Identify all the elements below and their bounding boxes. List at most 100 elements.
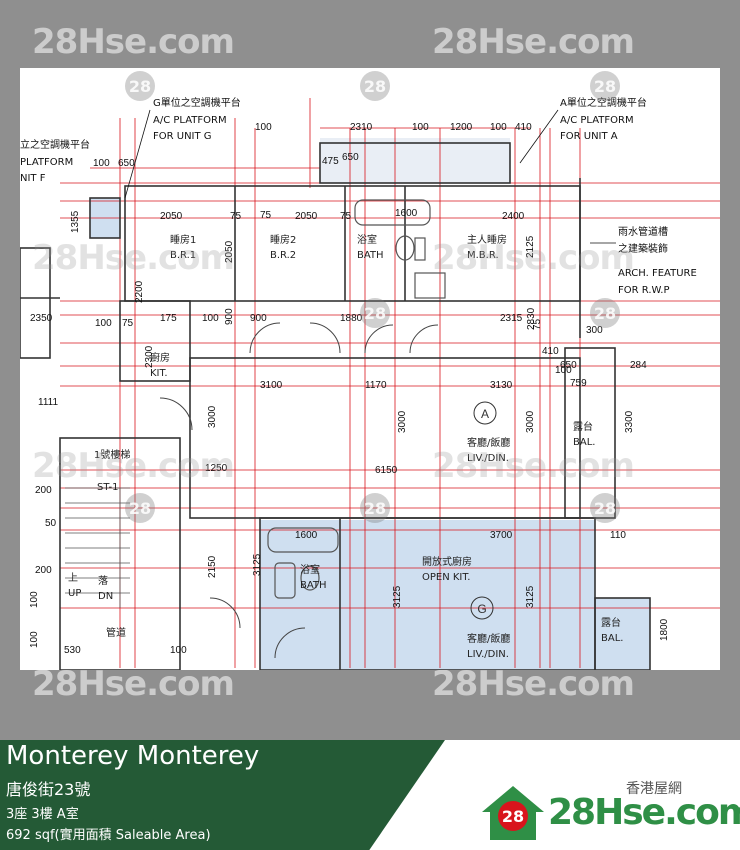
dimension-value: 100 [93, 158, 110, 169]
callout-g-en2: FOR UNIT G [153, 131, 212, 142]
watermark-badge-icon: 28 [360, 298, 390, 328]
dimension-value: 100 [29, 631, 40, 648]
dimension-value: 2350 [30, 313, 53, 324]
dimension-value: 3130 [490, 380, 513, 391]
room-mbr-en: M.B.R. [467, 250, 499, 261]
dimension-value: 650 [560, 360, 577, 371]
watermark-badge-icon: 28 [360, 71, 390, 101]
room-duct-cn: 管道 [106, 626, 126, 639]
dimension-value: 3000 [397, 410, 408, 433]
room-stair-cn: 1號樓梯 [94, 448, 130, 461]
dimension-value: 650 [118, 158, 135, 169]
dimension-value: 2050 [295, 211, 318, 222]
svg-text:28: 28 [129, 77, 151, 96]
watermark-text: 28Hse.com [32, 664, 235, 704]
room-up-cn: 上 [68, 572, 78, 584]
dimension-value: 475 [322, 156, 339, 167]
callout-rwp-cn2: 之建築裝飾 [618, 242, 668, 255]
site-logo[interactable]: 香港屋網 28 28Hse.com [470, 758, 740, 846]
room-bath1-cn: 浴室 [357, 233, 377, 246]
room-bal-g-cn: 露台 [601, 616, 621, 629]
callout-g-en1: A/C PLATFORM [153, 115, 227, 126]
dimension-value: 100 [490, 122, 507, 133]
room-open-kit-cn: 開放式廚房 [422, 555, 472, 568]
room-labels: 睡房1 B.R.1 睡房2 B.R.2 浴室 BATH 主人睡房 M.B.R. … [68, 233, 623, 660]
room-liv-a-en: LIV./DIN. [467, 453, 509, 464]
dimension-value: 100 [255, 122, 272, 133]
dimension-value: 100 [170, 645, 187, 656]
dimension-value: 284 [630, 360, 647, 371]
room-mbr-cn: 主人睡房 [467, 233, 507, 246]
callout-a-en2: FOR UNIT A [560, 131, 618, 142]
info-footer: Monterey Monterey 唐俊街23號 3座 3樓 A室 692 sq… [0, 740, 740, 850]
dimension-value: 530 [64, 645, 81, 656]
unit-g-floor [260, 520, 595, 670]
dimension-value: 650 [342, 152, 359, 163]
watermark-text: 28Hse.com [432, 22, 635, 62]
dimension-value: 3000 [525, 410, 536, 433]
dimension-value: 1200 [450, 122, 473, 133]
callout-a-cn: A單位之空調機平台 [560, 96, 647, 109]
dimension-value: 3300 [624, 410, 635, 433]
watermark-text: 28Hse.com [432, 446, 635, 486]
dimension-value: 1600 [295, 530, 318, 541]
callout-a-en1: A/C PLATFORM [560, 115, 634, 126]
dimension-value: 300 [586, 325, 603, 336]
ac-platform-a-floor [320, 138, 510, 183]
dimension-value: 6150 [375, 465, 398, 476]
dimension-value: 759 [570, 378, 587, 389]
dimension-value: 410 [515, 122, 532, 133]
watermark-text: 28Hse.com [432, 664, 635, 704]
svg-text:28: 28 [364, 77, 386, 96]
room-bal-a-en: BAL. [573, 437, 595, 448]
floor-plan: A G 睡房1 B.R.1 睡房2 B.R.2 浴室 BATH 主人睡房 M.B… [20, 68, 720, 670]
dimension-value: 1170 [365, 380, 387, 391]
room-bath1-en: BATH [357, 250, 384, 261]
dimension-value: 2125 [525, 235, 536, 258]
dimension-value: 3000 [207, 405, 218, 428]
dimension-value: 2150 [207, 555, 218, 578]
room-bath2-en: BATH [300, 580, 327, 591]
room-liv-a-cn: 客廳/飯廳 [467, 436, 510, 449]
dimension-value: 2050 [160, 211, 183, 222]
dimension-value: 200 [35, 485, 52, 496]
svg-text:28: 28 [594, 499, 616, 518]
room-liv-g-cn: 客廳/飯廳 [467, 632, 510, 645]
dimension-value: 3125 [252, 553, 263, 576]
dimension-value: 50 [45, 518, 57, 529]
callout-f-en1: PLATFORM [20, 157, 73, 168]
unit-a-marker-circle [473, 401, 497, 425]
logo-cn-name: 香港屋網 [626, 781, 682, 797]
svg-text:28: 28 [364, 499, 386, 518]
dimension-value: 900 [224, 308, 235, 325]
dimension-value: 100 [412, 122, 429, 133]
info-band [0, 740, 445, 850]
dimension-value: 3125 [525, 585, 536, 608]
dimension-value: 100 [95, 318, 112, 329]
unit-g-balcony-floor [595, 598, 650, 670]
house-logo-icon: 28 [482, 786, 544, 840]
dimension-value: 200 [35, 565, 52, 576]
fixtures [267, 199, 446, 599]
dimension-value: 3700 [490, 530, 513, 541]
dimension-value: 75 [260, 210, 272, 221]
dimension-value: 900 [250, 313, 267, 324]
dimension-value: 2400 [502, 211, 525, 222]
dimension-value: 2830 [526, 307, 537, 330]
room-br1-cn: 睡房1 [170, 233, 196, 246]
dimension-value: 3100 [260, 380, 283, 391]
dimension-value: 100 [555, 365, 572, 376]
callout-rwp-cn1: 雨水管道槽 [618, 225, 668, 238]
dimension-value: 2310 [350, 122, 373, 133]
unit-g-marker-circle [470, 596, 494, 620]
callout-g-cn: G單位之空調機平台 [153, 96, 241, 109]
estate-name: Monterey Monterey [6, 741, 260, 771]
dimension-value: 75 [532, 318, 543, 330]
floor-plan-drawing: A G 睡房1 B.R.1 睡房2 B.R.2 浴室 BATH 主人睡房 M.B… [20, 71, 720, 670]
dimension-value: 1111 [38, 397, 58, 408]
room-open-kit-en: OPEN KIT. [422, 572, 471, 583]
dimension-value: 1800 [659, 618, 670, 641]
room-br2-cn: 睡房2 [270, 233, 296, 246]
